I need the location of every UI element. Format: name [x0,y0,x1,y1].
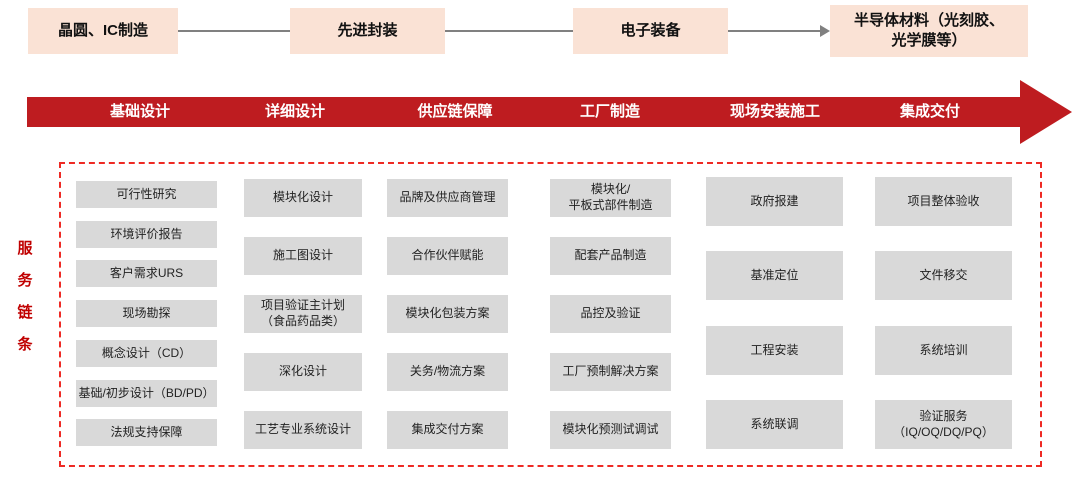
side-label-char: 服 [17,240,33,257]
service-item: 施工图设计 [244,237,362,275]
stage-label-1: 基础设计 [109,103,171,120]
service-item: 模块化包装方案 [387,295,508,333]
service-item: 客户需求URS [76,260,217,287]
service-item: 基础/初步设计（BD/PD） [76,380,217,407]
service-item: 品牌及供应商管理 [387,179,508,217]
service-item: 可行性研究 [76,181,217,208]
service-item: 验证服务 （IQ/OQ/DQ/PQ） [875,400,1012,449]
service-item: 现场勘探 [76,300,217,327]
industry-box: 电子装备 [573,8,728,54]
arrow-head-icon [820,25,830,37]
service-item: 模块化/ 平板式部件制造 [550,179,671,217]
stage-label-5: 现场安装施工 [729,103,821,120]
banner-arrow-head-icon [1020,80,1072,144]
service-item: 关务/物流方案 [387,353,508,391]
connector-line [178,30,290,32]
service-item: 品控及验证 [550,295,671,333]
industry-box: 半导体材料（光刻胶、 光学膜等） [830,5,1028,57]
banner-body [27,97,1020,127]
side-label-char: 链 [17,304,33,321]
service-item: 配套产品制造 [550,237,671,275]
stage-label-4: 工厂制造 [579,103,641,120]
stage-label-2: 详细设计 [264,103,326,120]
service-item: 系统联调 [706,400,843,449]
side-label-service-chain: 服务链条 [14,237,36,354]
service-item: 工厂预制解决方案 [550,353,671,391]
connector-line [728,30,820,32]
service-item: 政府报建 [706,177,843,226]
service-item: 工艺专业系统设计 [244,411,362,449]
service-item: 工程安装 [706,326,843,375]
service-item: 系统培训 [875,326,1012,375]
service-item: 合作伙伴赋能 [387,237,508,275]
service-item: 概念设计（CD） [76,340,217,367]
connector-line [445,30,573,32]
service-item: 项目整体验收 [875,177,1012,226]
service-item: 集成交付方案 [387,411,508,449]
service-item: 模块化预测试调试 [550,411,671,449]
service-item: 项目验证主计划 （食品药品类） [244,295,362,333]
service-item: 文件移交 [875,251,1012,300]
service-items-panel: 可行性研究环境评价报告客户需求URS 现场勘探概念设计（CD） 基础/初步设计（BD… [59,162,1042,467]
service-item: 模块化设计 [244,179,362,217]
service-item: 环境评价报告 [76,221,217,248]
service-item: 基准定位 [706,251,843,300]
stage-label-6: 集成交付 [899,103,961,120]
service-item: 深化设计 [244,353,362,391]
stage-label-3: 供应链保障 [417,103,493,120]
side-label-char: 务 [17,272,33,289]
side-label-char: 条 [17,336,33,353]
industry-box: 先进封装 [290,8,445,54]
service-item: 法规支持保障 [76,419,217,446]
industry-box: 晶圆、IC制造 [28,8,178,54]
